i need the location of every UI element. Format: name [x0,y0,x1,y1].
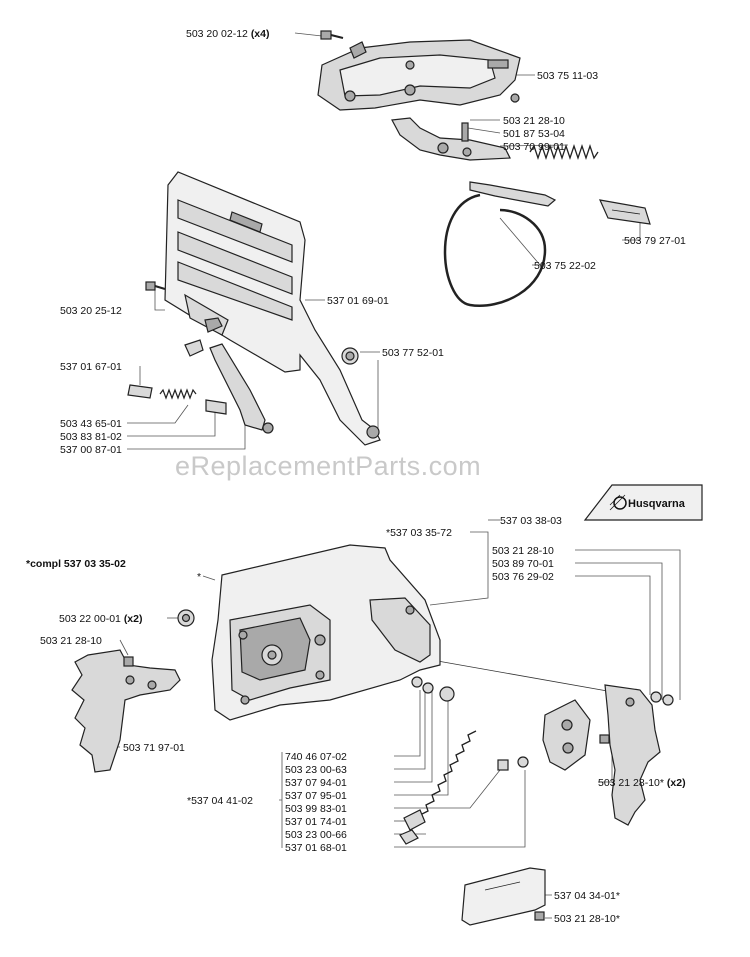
callout-part: 503 23 00-63 [285,764,347,776]
plate-part [461,867,546,926]
top-guard-part [317,39,521,111]
callout-part: * [197,571,201,583]
callout-part: 537 07 95-01 [285,790,347,802]
callout-part: 501 87 53-04 [503,128,565,140]
callout-part: 537 00 87-01 [60,444,122,456]
clip-part [598,199,651,225]
callout-qty: (x4) [251,28,270,40]
callout-part: 503 83 81-02 [60,431,122,443]
callout-part: 503 71 97-01 [123,742,185,754]
callout-qty: (x2) [667,777,686,789]
callout-part: 503 76 29-02 [492,571,554,583]
callout-part: 503 23 00-66 [285,829,347,841]
brake-lever-part [391,117,511,161]
callout-part: 537 01 67-01 [60,361,122,373]
callout-labels-top: 503 20 02-12 (x4) 503 75 11-03 503 21 28… [60,28,686,456]
husqvarna-crown-icon [613,496,627,510]
chain-catcher-part [542,699,610,771]
callout-part: 503 21 28-10* [554,913,620,925]
svg-text:503 20 02-12 (x4): 503 20 02-12 (x4) [186,28,270,40]
callout-part: 503 75 11-03 [537,70,598,82]
callout-qty: (x2) [124,613,143,625]
callout-part: 503 43 65-01 [60,418,122,430]
callout-part: 537 03 38-03 [500,515,562,527]
nut-part [177,609,195,627]
callout-part: 537 04 34-01* [554,890,620,902]
callout-part: 503 20 25-12 [60,305,122,317]
bushing-part [341,347,359,365]
watermark-text: eReplacementParts.com [175,451,481,481]
callout-part: 503 79 27-01 [624,235,686,247]
brake-band-part [443,181,557,307]
small-parts [127,384,227,415]
callout-part: 537 01 74-01 [285,816,347,828]
clutch-cover-part [211,544,441,721]
washer-parts [411,676,455,702]
callout-part: *537 04 41-02 [187,795,253,807]
chain-tensioner-part [399,730,529,845]
callout-part: 503 99 83-01 [285,803,347,815]
screw-part [145,281,166,291]
callout-part: 503 22 00-01 [59,613,121,625]
callout-part: *537 03 35-72 [386,527,452,539]
callout-part: 503 21 28-10* [598,777,664,789]
screw-part [320,30,344,40]
husqvarna-logo-text: Husqvarna [628,498,686,510]
spike-bumper-part [71,649,181,773]
spring-part [529,143,599,161]
front-hand-guard-part [164,171,381,446]
callout-part: 537 01 69-01 [327,295,389,307]
callout-labels-bottom: 537 03 38-03 *537 03 35-72 503 21 28-10 … [26,515,686,925]
callout-part: *compl 537 03 35-02 [26,558,126,570]
callout-part: 537 07 94-01 [285,777,347,789]
callout-part: 503 20 02-12 [186,28,248,40]
callout-part: 503 75 22-02 [534,260,596,272]
callout-part: 503 77 52-01 [382,347,444,359]
callout-part: 503 21 28-10 [492,545,554,557]
svg-text:503 21 28-10* (x2): 503 21 28-10* (x2) [598,777,686,789]
logo-decal-part: Husqvarna [583,484,703,521]
callout-part: 503 89 70-01 [492,558,554,570]
svg-text:503 22 00-01 (x2): 503 22 00-01 (x2) [59,613,143,625]
callout-part: 503 70 99-01 [503,141,565,153]
callout-part: 537 01 68-01 [285,842,347,854]
brake-arm-part [184,339,274,434]
callout-part: 503 21 28-10 [40,635,102,647]
bumper-spike-part [604,684,674,826]
callout-part: 503 21 28-10 [503,115,565,127]
callout-part: 740 46 07-02 [285,751,347,763]
